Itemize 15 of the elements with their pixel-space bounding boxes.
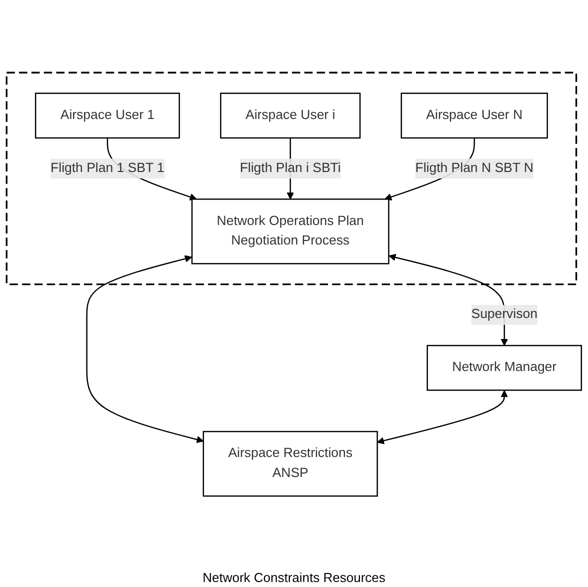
arrow	[86, 254, 204, 443]
node-box: Network Operations Plan Negotiation Process	[191, 198, 390, 264]
node-box: Airspace Restrictions ANSP	[202, 430, 378, 496]
edge-label: Fligth Plan 1 SBT 1	[50, 160, 164, 175]
node-box: Airspace User N	[400, 92, 548, 138]
note-text: Network Constraints Resources	[202, 570, 386, 585]
arrow	[376, 390, 508, 444]
node-box: Airspace User i	[220, 92, 361, 138]
node-box: Airspace User 1	[34, 92, 180, 138]
edge-label: Supervison	[471, 307, 538, 322]
cluster	[6, 71, 578, 285]
node-box: Network Manager	[426, 344, 582, 390]
edge-label: Fligth Plan N SBT N	[415, 160, 534, 175]
arrow	[388, 254, 508, 346]
edge-label: Fligth Plan i SBTi	[240, 160, 341, 175]
